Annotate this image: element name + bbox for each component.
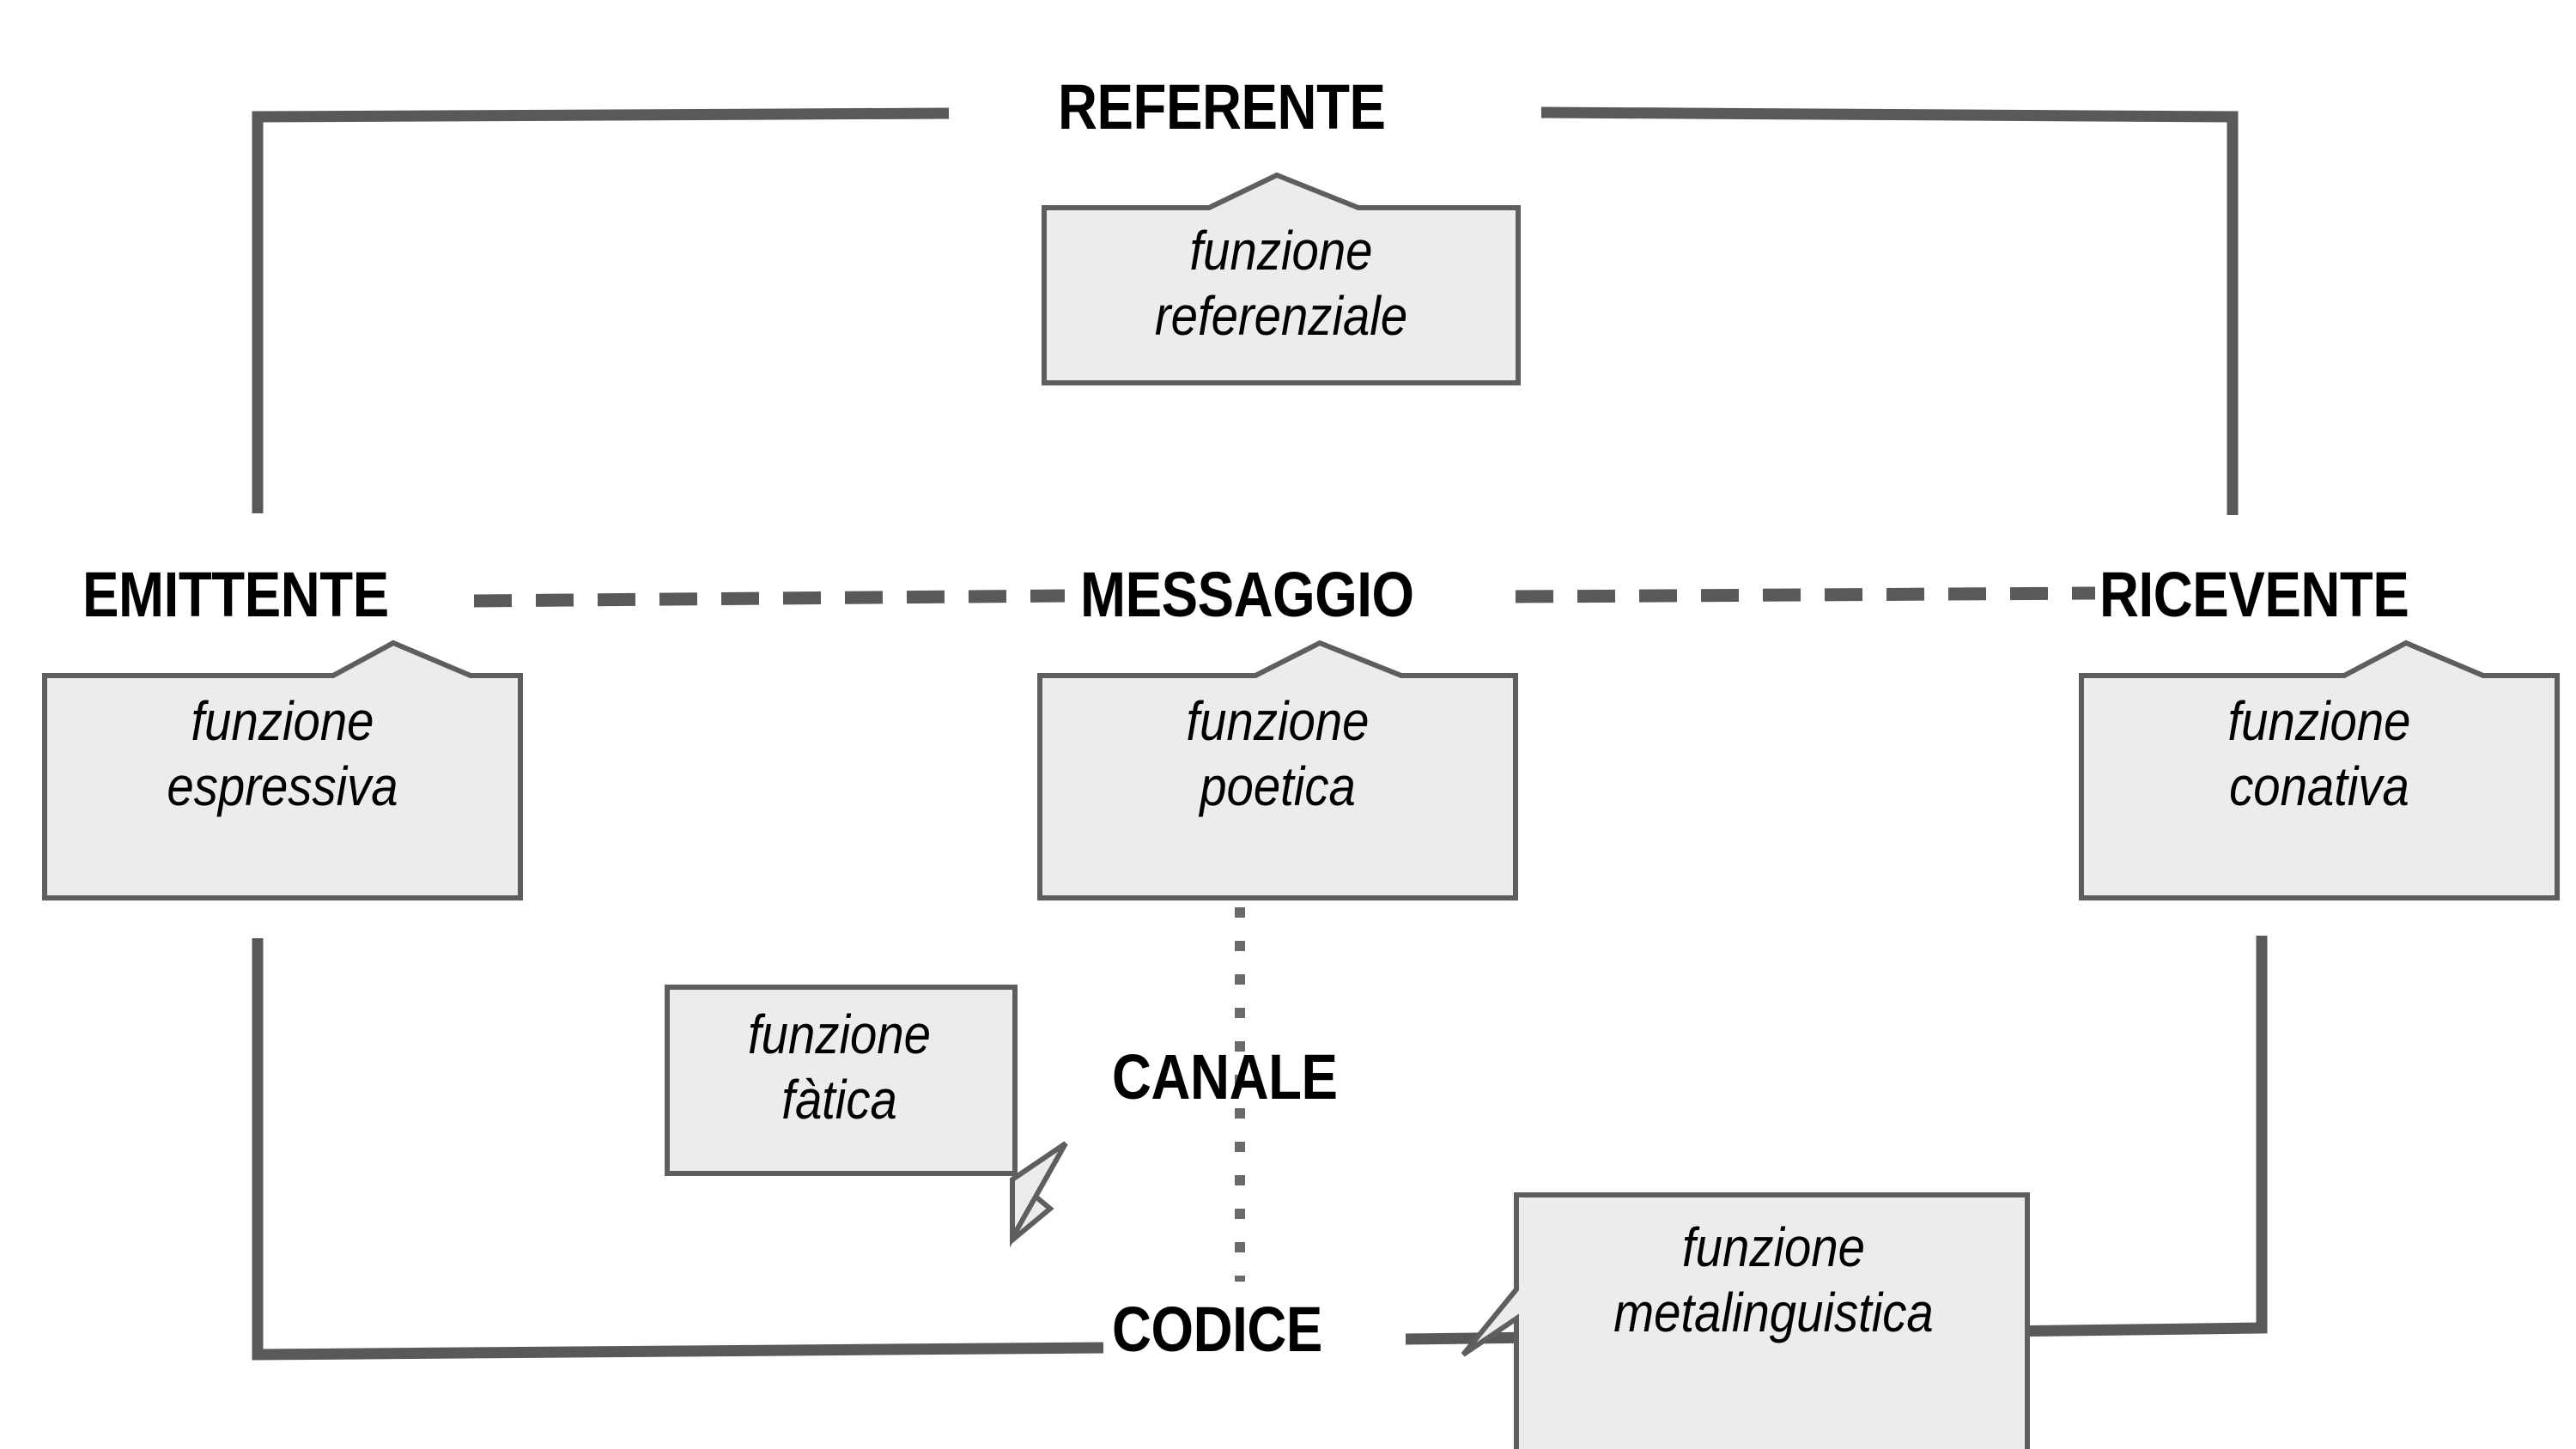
- callout-line-2: poetica: [1200, 755, 1356, 817]
- connector-frame-top-right: [1540, 106, 2239, 515]
- callout-line-2: espressiva: [167, 755, 398, 817]
- connector-frame-bottom-left: [252, 938, 1104, 1361]
- callout-shape-fatica: [665, 985, 1068, 1248]
- callout-line-1: funzione: [1189, 220, 1373, 282]
- callout-text-fatica: funzione fàtica: [685, 1003, 994, 1132]
- callout-text-poetica: funzione poetica: [1066, 689, 1491, 819]
- callout-text-conativa: funzione conativa: [2107, 689, 2532, 819]
- callout-line-2: fàtica: [781, 1068, 897, 1131]
- node-label-ricevente: RICEVENTE: [2099, 559, 2409, 630]
- callout-funzione-espressiva: funzione espressiva: [41, 640, 524, 901]
- connector-axis-right: [1515, 586, 2096, 603]
- callout-funzione-poetica: funzione poetica: [1036, 640, 1519, 901]
- callout-shape-espressiva: [42, 640, 523, 900]
- callout-funzione-conativa: funzione conativa: [2078, 640, 2561, 901]
- connector-axis-left: [473, 589, 1066, 608]
- callout-shape-conativa: [2079, 640, 2560, 900]
- callout-shape-poetica: [1037, 640, 1518, 900]
- callout-text-metalinguistica: funzione metalinguistica: [1547, 1216, 2000, 1345]
- callout-line-1: funzione: [748, 1003, 931, 1065]
- callout-funzione-referenziale: funzione referenziale: [1041, 172, 1522, 386]
- callout-funzione-fatica: funzione fàtica: [664, 984, 1093, 1248]
- callout-text-referenziale: funzione referenziale: [1070, 219, 1493, 349]
- callout-line-2: metalinguistica: [1613, 1281, 1934, 1343]
- callout-line-2: conativa: [2229, 755, 2409, 817]
- node-label-emittente: EMITTENTE: [82, 559, 389, 630]
- node-label-codice: CODICE: [1112, 1294, 1322, 1365]
- callout-line-1: funzione: [1682, 1216, 1865, 1278]
- connector-frame-top-left: [252, 107, 950, 513]
- node-label-canale: CANALE: [1112, 1041, 1338, 1113]
- callout-shape-metalinguistica: [1461, 1192, 2030, 1449]
- callout-text-espressiva: funzione espressiva: [70, 689, 495, 819]
- node-label-referente: REFERENTE: [1058, 71, 1386, 142]
- callout-line-2: referenziale: [1154, 284, 1408, 347]
- node-label-messaggio: MESSAGGIO: [1080, 559, 1414, 630]
- callout-line-1: funzione: [2227, 690, 2411, 752]
- callout-line-1: funzione: [191, 690, 374, 752]
- callout-shape-referenziale: [1042, 172, 1521, 385]
- callout-line-1: funzione: [1186, 690, 1370, 752]
- callout-funzione-metalinguistica: funzione metalinguistica: [1460, 1191, 2031, 1449]
